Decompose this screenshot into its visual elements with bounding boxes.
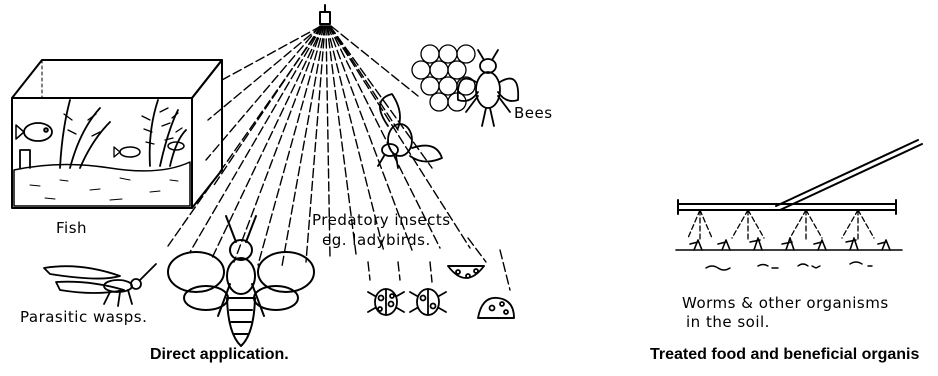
ladybird-2-icon (410, 289, 446, 315)
direct-application-caption: Direct application. (150, 346, 289, 364)
fish-label: Fish (56, 219, 87, 237)
bees-label: Bees (514, 104, 553, 122)
bee-illustration (458, 50, 518, 126)
boom-sprayer-illustration (678, 140, 922, 214)
ladybird-4-icon (478, 298, 514, 318)
boom-nozzle-sprays (688, 210, 874, 240)
fish-tank-illustration (12, 60, 222, 208)
spray-rays (168, 26, 510, 290)
soil-organisms (706, 262, 872, 270)
treated-food-caption: Treated food and beneficial organis (650, 346, 919, 364)
ladybird-1-icon (368, 289, 404, 315)
worms-organisms-label: Worms & other organisms (682, 294, 889, 312)
wasp-illustration (168, 216, 314, 346)
in-the-soil-label: in the soil. (686, 313, 770, 331)
spray-nozzle (320, 5, 330, 24)
ladybirds-example-label: eg. ladybirds. (322, 231, 431, 249)
crop-row (676, 238, 902, 250)
ladybird-3-icon (448, 266, 484, 278)
predatory-insects-label: Predatory insects (312, 211, 451, 229)
parasitic-wasp-illustration (44, 264, 156, 306)
parasitic-wasps-label: Parasitic wasps. (20, 308, 147, 326)
